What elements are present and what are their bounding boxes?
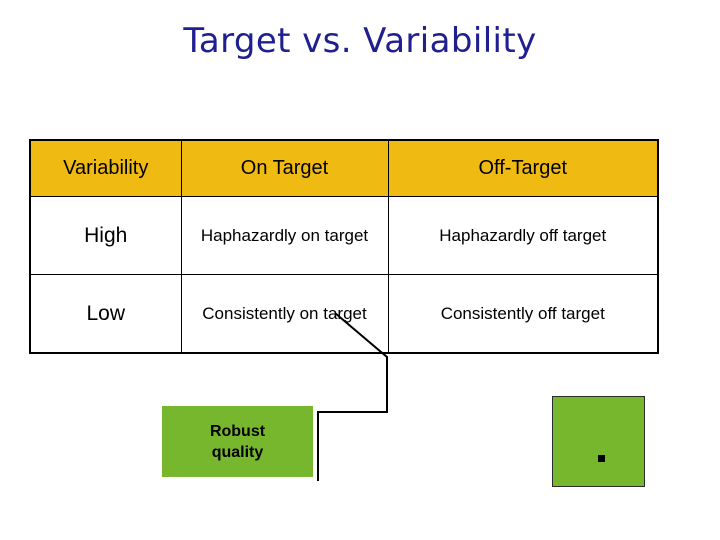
column-header-variability: Variability: [29, 139, 182, 197]
table-row: High Haphazardly on target Haphazardly o…: [29, 196, 659, 275]
robust-quality-line-1: Robust: [209, 422, 266, 440]
row-label-low: Low: [29, 274, 182, 354]
cell-high-off-target: Haphazardly off target: [387, 196, 659, 275]
page-title: Target vs. Variability: [183, 21, 537, 61]
robust-quality-callout: Robust quality: [162, 406, 313, 477]
table-header-row: Variability On Target Off-Target: [29, 139, 659, 197]
green-marker-box: [552, 396, 645, 487]
row-label-high: High: [29, 196, 182, 275]
cell-low-off-target: Consistently off target: [387, 274, 659, 354]
robust-quality-label: Robust quality: [210, 421, 265, 463]
cell-high-on-target: Haphazardly on target: [180, 196, 389, 275]
table-row: Low Consistently on target Consistently …: [29, 274, 659, 354]
column-header-off-target: Off-Target: [387, 139, 659, 197]
target-variability-matrix: Variability On Target Off-Target High Ha…: [29, 139, 659, 354]
cell-low-on-target: Consistently on target: [180, 274, 389, 354]
square-marker-icon: [598, 455, 605, 462]
robust-quality-line-2: quality: [211, 443, 264, 461]
column-header-on-target: On Target: [180, 139, 389, 197]
